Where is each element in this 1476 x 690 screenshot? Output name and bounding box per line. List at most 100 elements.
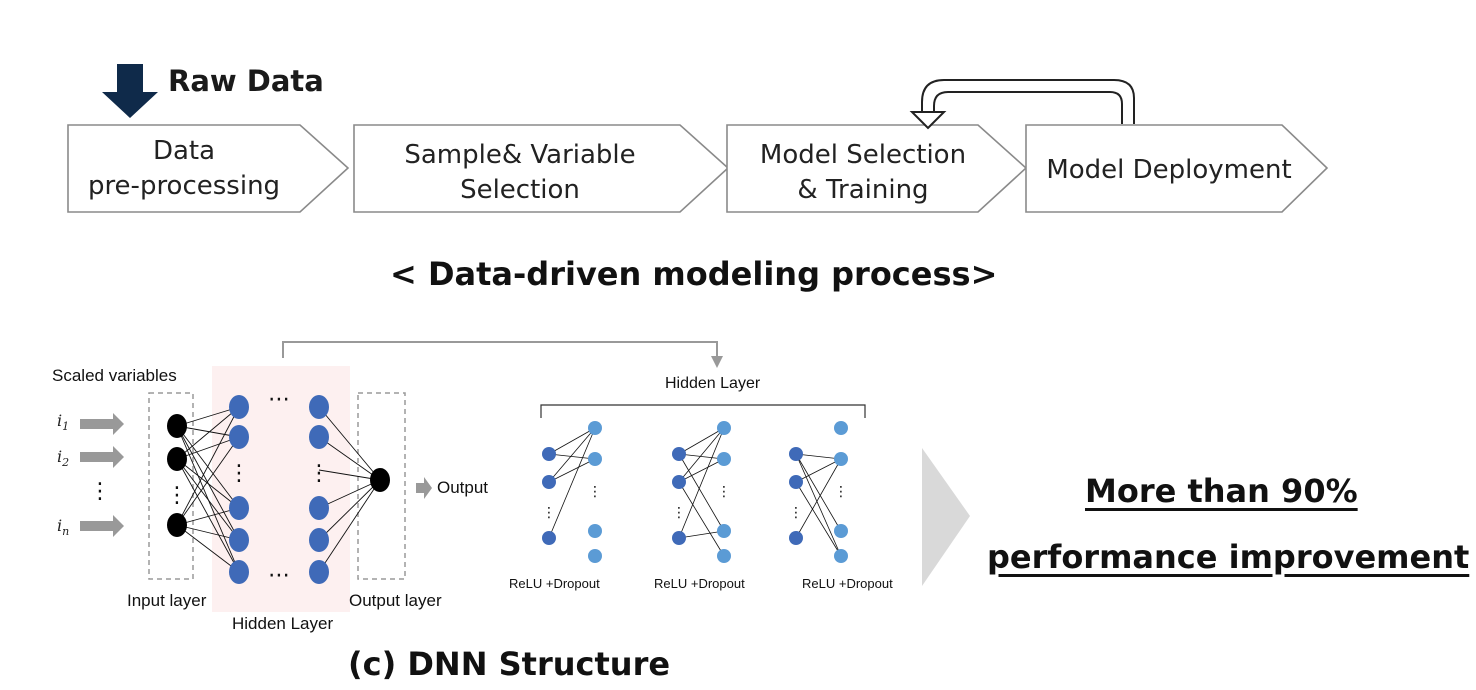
dnn-caption: (c) DNN Structure	[348, 645, 671, 683]
top-connector-arrowhead	[711, 356, 723, 368]
input-node	[167, 447, 187, 471]
detail-node-right	[834, 549, 848, 563]
stage-shape-sample-selection	[353, 124, 730, 213]
detail-node-right	[834, 452, 848, 466]
detail-node-left	[542, 447, 556, 461]
process-caption: < Data-driven modeling process>	[390, 255, 998, 293]
stage-deployment: Model Deployment	[1026, 153, 1312, 188]
stage-shape-deployment	[1025, 124, 1329, 213]
result-line-2: performance improvement	[987, 538, 1470, 576]
stage-preprocessing: Data pre-processing	[68, 134, 300, 204]
detail-bracket	[540, 404, 866, 418]
hidden-node	[309, 496, 329, 520]
svg-text:⋮: ⋮	[834, 484, 848, 500]
feedback-loop-arrow	[923, 81, 1133, 124]
raw-data-down-arrow	[102, 64, 158, 118]
input-vdots: ⋮	[89, 479, 111, 504]
hidden-col2-vdots: ⋮	[308, 461, 330, 486]
input-var-n: in	[57, 516, 70, 539]
block-label-2: ReLU +Dropout	[654, 576, 745, 591]
feedback-loop-arrow-outline	[921, 79, 1135, 124]
stage-model-training: Model Selection & Training	[738, 138, 988, 208]
hidden-node	[229, 560, 249, 584]
detail-hidden-layer-label: Hidden Layer	[665, 375, 761, 392]
detail-node-left	[789, 531, 803, 545]
hidden-nodes-col2	[309, 395, 329, 584]
input-layer-label: Input layer	[127, 591, 207, 610]
hidden-node	[309, 528, 329, 552]
input-node	[167, 414, 187, 438]
output-node	[370, 468, 390, 492]
hidden-col1-vdots: ⋮	[228, 461, 250, 486]
svg-text:⋮: ⋮	[588, 484, 602, 500]
detail-node-right	[588, 524, 602, 538]
hidden-node	[309, 425, 329, 449]
detail-node-right	[717, 452, 731, 466]
input-arrow-1	[80, 413, 124, 435]
detail-node-right	[834, 421, 848, 435]
detail-block-3: ⋮ ⋮	[789, 421, 848, 563]
detail-node-left	[672, 447, 686, 461]
detail-node-left	[789, 475, 803, 489]
input-layer-box	[148, 392, 194, 580]
detail-node-left	[542, 475, 556, 489]
result-chevron	[922, 448, 970, 586]
stage-sample-selection: Sample& Variable Selection	[380, 138, 660, 208]
hidden-layer-label: Hidden Layer	[232, 614, 334, 633]
connections-input-hidden	[176, 406, 240, 573]
raw-data-label: Raw Data	[168, 64, 324, 98]
detail-node-right	[588, 421, 602, 435]
detail-node-left	[542, 531, 556, 545]
detail-node-right	[717, 421, 731, 435]
hidden-node	[229, 496, 249, 520]
input-var-2: i2	[57, 447, 70, 470]
output-label: Output	[437, 478, 489, 497]
svg-text:⋮: ⋮	[672, 505, 686, 521]
stage-line-1: Sample& Variable	[404, 140, 636, 170]
stage-shape-model-training	[726, 124, 1028, 213]
top-connector-line	[282, 341, 718, 358]
hidden-top-hdots: ⋯	[268, 387, 290, 412]
input-arrows	[80, 413, 124, 537]
block-label-1: ReLU +Dropout	[509, 576, 600, 591]
hidden-node	[229, 528, 249, 552]
svg-text:⋮: ⋮	[717, 484, 731, 500]
svg-text:⋮: ⋮	[789, 505, 803, 521]
detail-node-right	[588, 452, 602, 466]
hidden-nodes-col1	[229, 395, 249, 584]
input-node	[167, 513, 187, 537]
detail-node-right	[588, 549, 602, 563]
hidden-node	[309, 395, 329, 419]
detail-node-right	[834, 524, 848, 538]
stage-line-2: & Training	[797, 175, 929, 205]
detail-block-2: ⋮ ⋮	[672, 421, 731, 563]
svg-text:⋮: ⋮	[542, 505, 556, 521]
input-nodes	[167, 414, 187, 537]
feedback-arrow-head	[909, 111, 947, 130]
stage-line-1: Model Selection	[759, 140, 967, 170]
output-arrow	[416, 477, 432, 499]
result-line-1: More than 90%	[1085, 472, 1358, 510]
stage-line-1: Model Deployment	[1046, 155, 1292, 185]
stage-line-2: pre-processing	[87, 171, 281, 201]
detail-node-right	[717, 524, 731, 538]
detail-node-left	[672, 531, 686, 545]
scaled-variables-label: Scaled variables	[52, 366, 177, 385]
hidden-node	[229, 425, 249, 449]
detail-node-left	[672, 475, 686, 489]
input-arrow-n	[80, 515, 124, 537]
detail-node-right	[717, 549, 731, 563]
detail-block-1: ⋮ ⋮	[542, 421, 602, 563]
output-layer-box	[357, 392, 406, 580]
input-node-vdots: ⋮	[166, 483, 188, 508]
input-var-1: i1	[57, 411, 70, 434]
output-layer-label: Output layer	[349, 591, 442, 610]
stage-line-2: Selection	[460, 175, 580, 205]
hidden-node	[309, 560, 329, 584]
hidden-node	[229, 395, 249, 419]
input-arrow-2	[80, 446, 124, 468]
stage-line-1: Data	[152, 136, 216, 166]
connections-hidden-output	[318, 406, 381, 573]
detail-node-left	[789, 447, 803, 461]
